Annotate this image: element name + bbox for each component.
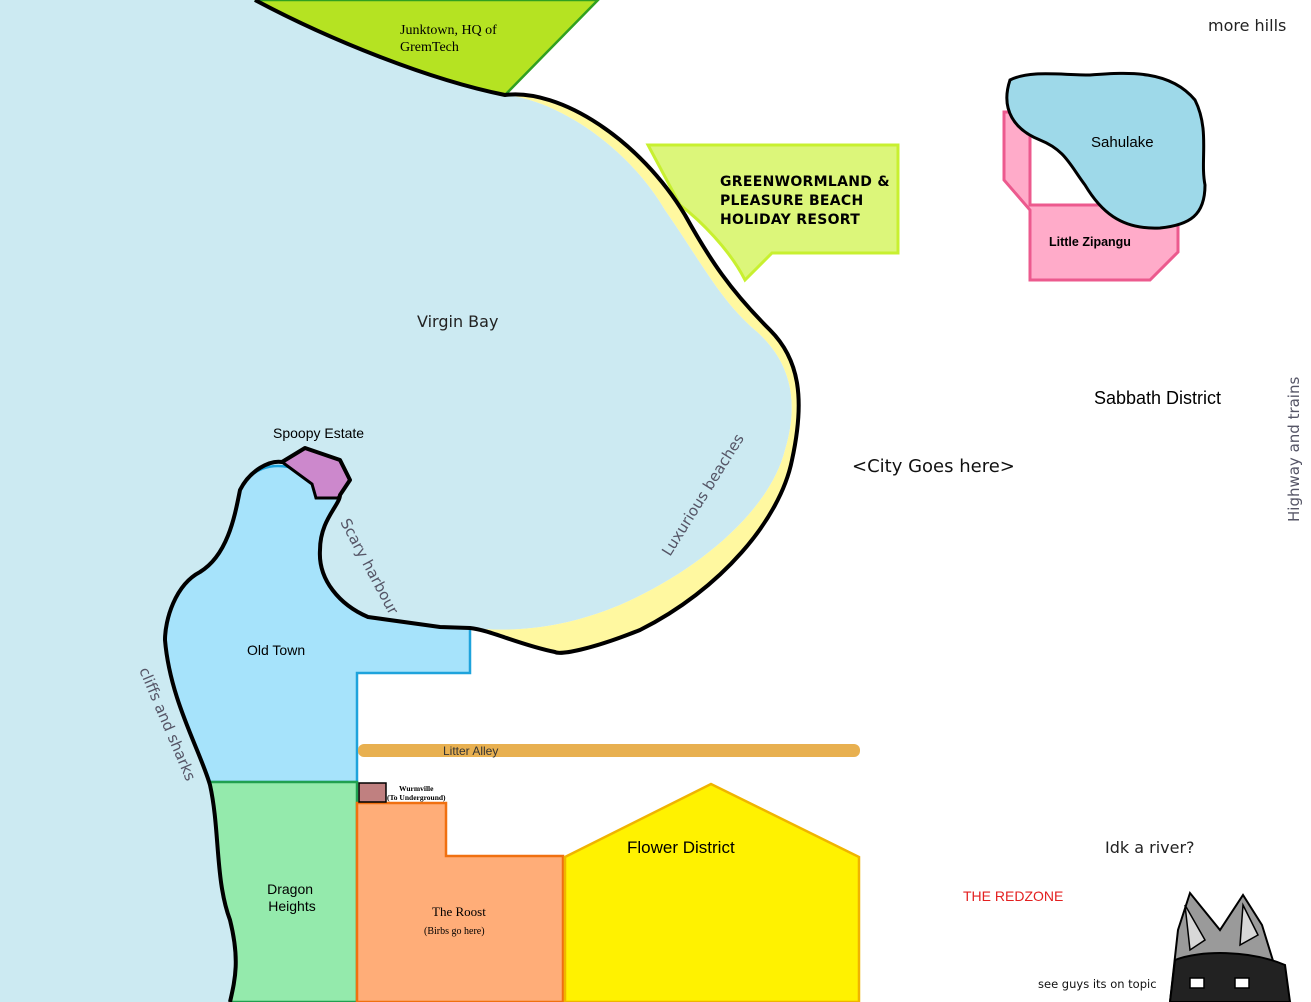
more-hills-label: more hills [1208,16,1286,35]
old-town-label: Old Town [247,642,305,658]
virgin-bay-label: Virgin Bay [417,312,498,331]
sahulake-label: Sahulake [1091,134,1154,151]
cat-ears-character-doodle [1168,890,1292,1002]
highway-label: Highway and trains [1285,377,1303,522]
little-zipangu-region [1002,110,1180,282]
junktown-label: Junktown, HQ of GremTech [400,23,500,55]
topic-caption: see guys its on topic [1038,977,1157,991]
coastline [163,0,801,1002]
flower-district-label: Flower District [627,838,735,857]
river-label: Idk a river? [1105,838,1195,857]
litter-alley-road [358,744,860,757]
resort-label: GREENWORMLAND & PLEASURE BEACH HOLIDAY R… [720,174,895,228]
sahulake-lake [1005,71,1207,230]
the-roost-sub-label: (Birbs go here) [424,926,485,937]
redzone-label: THE REDZONE [963,888,1063,904]
wurmville-entrance [358,782,387,803]
the-roost-label: The Roost [432,904,486,919]
flower-district-region [563,782,861,1002]
sabbath-district-label: Sabbath District [1094,388,1221,408]
little-zipangu-label: Little Zipangu [1049,235,1131,249]
sea-region [0,0,792,1002]
city-label: <City Goes here> [852,456,1015,477]
litter-alley-label: Litter Alley [443,744,498,758]
spoopy-estate-label: Spoopy Estate [273,425,364,441]
the-roost-region [355,801,565,1002]
wurmville-label: Wurmville (To Underground) [387,784,446,802]
resort-region [645,143,900,283]
dragon-heights-label: Dragon Heights [267,881,317,914]
